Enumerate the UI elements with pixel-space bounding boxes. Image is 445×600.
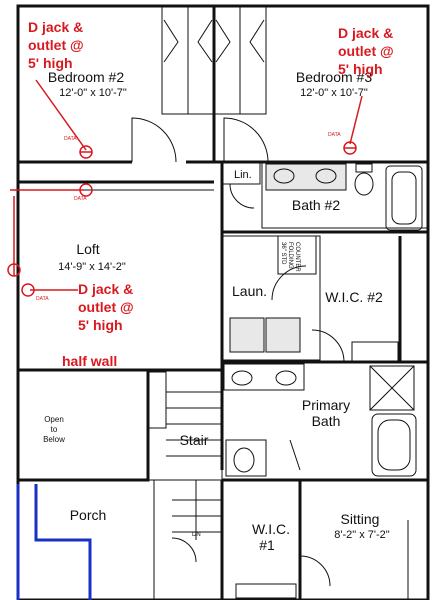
svg-text:D jack &: D jack &: [28, 19, 83, 35]
stair-name: Stair: [180, 432, 209, 448]
note-bedroom3: D jack & outlet @ 5' high: [338, 25, 394, 77]
open-below-line1: Open: [44, 415, 64, 424]
data-markers: DATA DATA DATA DATA: [7, 79, 363, 302]
svg-text:outlet @: outlet @: [28, 37, 84, 53]
wic2-name: W.I.C. #2: [325, 289, 383, 305]
svg-text:DATA: DATA: [74, 196, 87, 202]
walls: [16, 4, 430, 600]
stair-outline: [147, 369, 223, 481]
sitting-name: Sitting: [341, 511, 380, 527]
svg-text:D jack &: D jack &: [338, 25, 393, 41]
bedroom2-name: Bedroom #2: [48, 69, 124, 85]
folding-counter-label: 36" STD FOLDING COUNTER: [280, 242, 300, 272]
bath2-name: Bath #2: [292, 197, 340, 213]
wic1-line2: #1: [259, 537, 275, 553]
open-below-line2: to: [51, 425, 58, 434]
bath2-outline: [261, 161, 429, 229]
sitting-dims: 8'-2" x 7'-2": [334, 529, 390, 541]
laundry-name: Laun.: [232, 283, 267, 299]
svg-text:D jack &: D jack &: [78, 281, 133, 297]
svg-text:FOLDING: FOLDING: [287, 242, 293, 269]
note-loft: D jack & outlet @ 5' high: [78, 281, 134, 333]
primary-bath-line1: Primary: [302, 397, 350, 413]
bedroom3-dims: 12'-0" x 10'-7": [300, 87, 368, 99]
stair-treads: [166, 391, 222, 457]
bedroom3-name: Bedroom #3: [296, 69, 372, 85]
svg-text:DATA: DATA: [64, 136, 77, 142]
porch-name: Porch: [70, 507, 107, 523]
svg-text:outlet @: outlet @: [338, 43, 394, 59]
wic1-line1: W.I.C.: [252, 521, 290, 537]
primary-bath-line2: Bath: [312, 413, 341, 429]
svg-text:5' high: 5' high: [78, 317, 123, 333]
stair-dn: DN: [192, 532, 201, 538]
data-jack-icon: [7, 263, 21, 277]
data-jack-icon: [21, 283, 35, 297]
half-wall-note: half wall: [62, 353, 117, 369]
svg-text:DATA: DATA: [36, 296, 49, 302]
bedroom2-dims: 12'-0" x 10'-7": [59, 87, 127, 99]
linen-label: Lin.: [234, 169, 252, 181]
svg-text:outlet @: outlet @: [78, 299, 134, 315]
open-below-line3: Below: [43, 435, 65, 444]
laundry-outline: [221, 235, 321, 361]
note-bedroom2: D jack & outlet @ 5' high: [28, 19, 84, 71]
svg-text:5' high: 5' high: [28, 55, 73, 71]
linen-closet: [221, 161, 261, 185]
svg-text:COUNTER: COUNTER: [294, 242, 300, 272]
svg-text:36" STD: 36" STD: [280, 242, 286, 265]
svg-text:5' high: 5' high: [338, 61, 383, 77]
open-to-below-outline: [16, 368, 150, 482]
svg-text:DATA: DATA: [328, 132, 341, 138]
data-jack-icon: [79, 183, 93, 197]
porch-railing: [34, 484, 92, 600]
loft-dims: 14'-9" x 14'-2": [58, 261, 126, 273]
loft-name: Loft: [76, 241, 99, 257]
